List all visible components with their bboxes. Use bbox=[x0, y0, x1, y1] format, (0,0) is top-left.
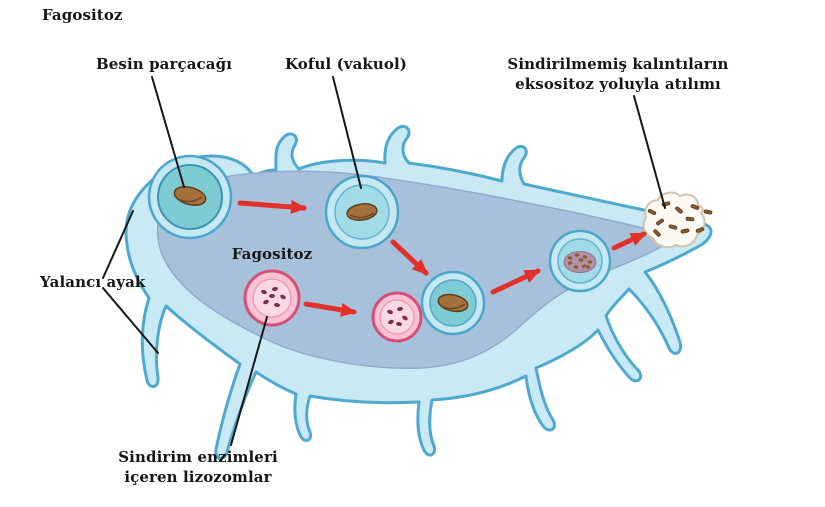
digested-fragments bbox=[567, 253, 593, 269]
food-particle-2-texture bbox=[349, 212, 375, 219]
exocytosis-burst bbox=[642, 191, 713, 249]
page-title: Fagositoz bbox=[42, 6, 123, 24]
lysosome-1-enzyme-granules bbox=[261, 286, 286, 308]
leader-lysosome bbox=[230, 316, 268, 446]
food-particle-1-texture bbox=[177, 196, 203, 203]
leader-pseudopod-upper bbox=[102, 210, 134, 279]
arrow-lysosome1-to-lysosome2 bbox=[303, 301, 357, 317]
arrow-digestion-to-exocytosis bbox=[611, 231, 647, 251]
burst-cloud bbox=[642, 191, 706, 249]
arrow-vacuole2-to-fusion bbox=[390, 239, 429, 276]
label-exocytosis-line2: eksositoz yoluyla atılımı bbox=[515, 74, 721, 93]
label-exocytosis-line1: Sindirilmemiş kalıntıların bbox=[507, 55, 729, 73]
leader-food-particle bbox=[151, 76, 185, 188]
digestion-vacuole bbox=[548, 229, 612, 293]
label-phagocytosis: Fagositoz bbox=[231, 245, 313, 263]
lysosome-2-enzyme-granules bbox=[387, 306, 408, 327]
label-lysosome-line2: içeren lizozomlar bbox=[124, 467, 272, 486]
flow-arrows bbox=[237, 200, 647, 317]
leader-lines bbox=[102, 76, 666, 446]
leader-vacuole bbox=[332, 76, 362, 189]
lysosome-1 bbox=[243, 269, 301, 327]
label-lysosome-line1: Sindirim enzimleri bbox=[118, 448, 278, 466]
food-vacuole-1 bbox=[147, 154, 233, 240]
food-vacuole-2 bbox=[324, 174, 400, 250]
fusion-vacuole bbox=[420, 270, 486, 336]
label-food-particle: Besin parçacağı bbox=[96, 55, 232, 73]
label-pseudopod: Yalancı ayak bbox=[40, 273, 146, 291]
leader-exocytosis bbox=[633, 95, 666, 209]
undigested-debris bbox=[647, 201, 713, 237]
leader-pseudopod-lower bbox=[102, 287, 159, 354]
arrow-vacuole1-to-vacuole2 bbox=[237, 200, 307, 214]
label-exocytosis: Sindirilmemiş kalıntıların eksositoz yol… bbox=[502, 55, 734, 94]
label-lysosome: Sindirim enzimleri içeren lizozomlar bbox=[114, 448, 282, 487]
lysosome-2-inner bbox=[379, 299, 415, 335]
lysosome-2 bbox=[371, 291, 423, 343]
food-particle-3-texture bbox=[440, 303, 466, 310]
arrow-fusion-to-digestion bbox=[490, 268, 541, 295]
label-vacuole: Koful (vakuol) bbox=[284, 55, 408, 73]
